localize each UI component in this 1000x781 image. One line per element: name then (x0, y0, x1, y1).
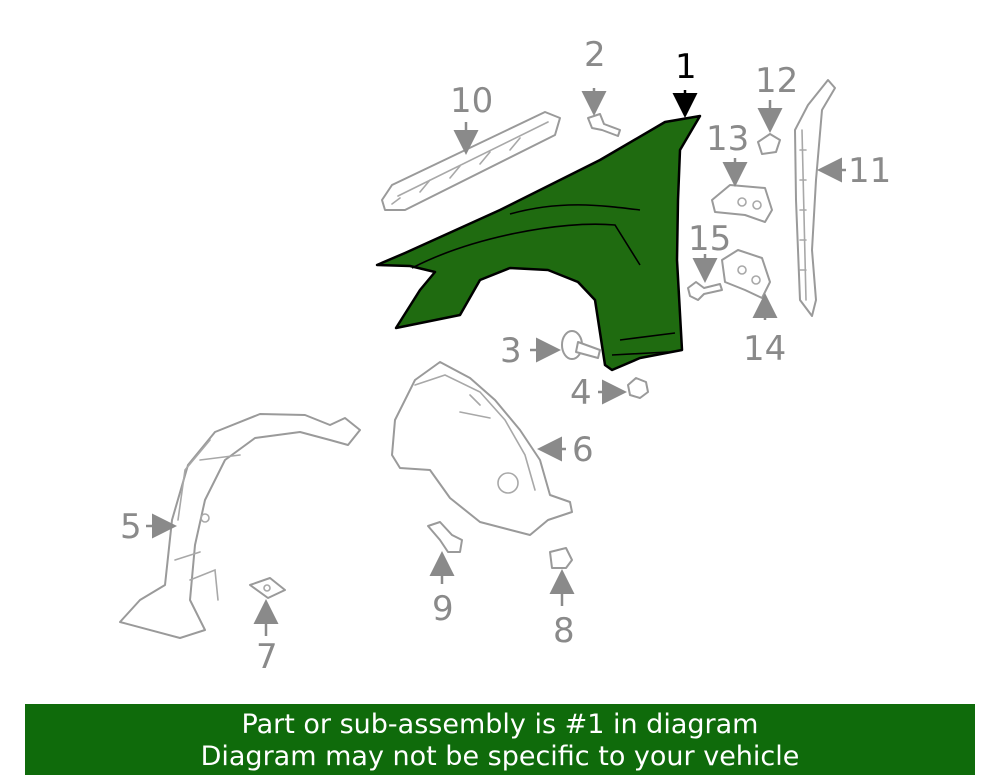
bracket-part-14 (721, 249, 771, 299)
callout-9: 9 (432, 589, 454, 629)
wheel-well-liner-part-5 (119, 413, 361, 639)
callout-15: 15 (688, 219, 731, 259)
inner-fender-liner-part-6 (391, 361, 573, 536)
callout-2: 2 (584, 35, 606, 75)
callout-7: 7 (256, 637, 278, 677)
callout-4: 4 (570, 373, 592, 413)
nut-clip-part-8 (549, 547, 573, 569)
bracket-part-7 (249, 577, 286, 599)
callout-14: 14 (743, 329, 786, 369)
callout-labels: 1 2 3 4 5 6 7 8 9 10 11 12 13 14 15 (120, 35, 891, 677)
parts-diagram: 1 2 3 4 5 6 7 8 9 10 11 12 13 14 15 (119, 35, 891, 677)
disclaimer-banner: Part or sub-assembly is #1 in diagram Di… (25, 704, 975, 775)
banner-line-1: Part or sub-assembly is #1 in diagram (241, 709, 759, 740)
callout-5: 5 (120, 507, 142, 547)
callout-3: 3 (500, 331, 522, 371)
bolt-part-15 (687, 281, 723, 301)
callout-1: 1 (675, 47, 697, 87)
fender-bracket-rail (381, 111, 561, 211)
bolt-part-2 (587, 113, 621, 137)
callout-13: 13 (706, 119, 749, 159)
callout-6: 6 (572, 430, 594, 470)
callout-12: 12 (755, 61, 798, 101)
callout-8: 8 (553, 611, 575, 651)
callout-10: 10 (450, 81, 493, 121)
bracket-part-13 (711, 184, 773, 223)
banner-line-2: Diagram may not be specific to your vehi… (200, 741, 800, 772)
callout-11: 11 (848, 151, 891, 191)
clip-part-12 (757, 133, 781, 155)
leader-arrows (146, 88, 846, 636)
fender-panel-highlighted (375, 114, 702, 372)
push-clip-part-9 (427, 521, 463, 553)
pillar-strip-part-11 (794, 79, 836, 317)
nut-part-4 (627, 377, 649, 399)
stud-bolt-part-3 (561, 330, 601, 360)
